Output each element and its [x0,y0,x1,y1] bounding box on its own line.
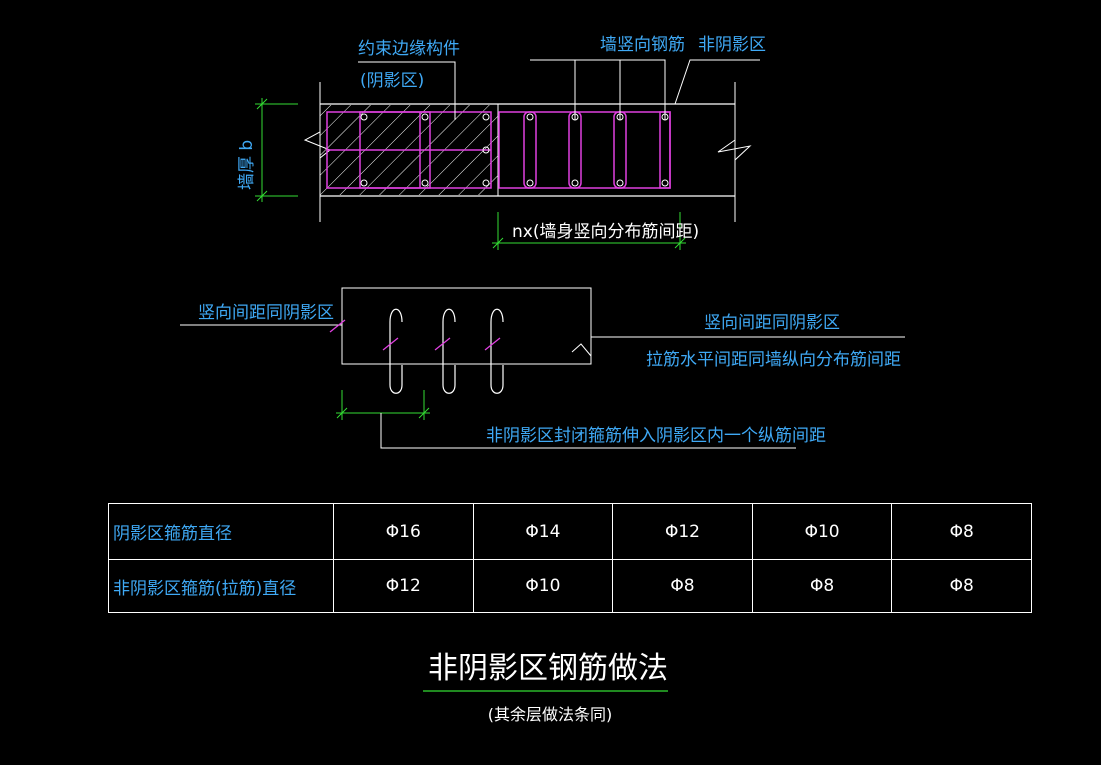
drawing-subtitle: (其余层做法条同) [488,705,613,724]
nx-spacing-label: nx(墙身竖向分布筋间距) [512,222,699,242]
extension-dimension [336,390,430,420]
wall-thickness-label: 墙厚 b [237,140,257,190]
diameter-cell: Φ14 [472,503,614,560]
box-break-mark [571,343,592,357]
right-vertical-label: 竖向间距同阴影区 [704,313,840,333]
row-header: 非阴影区箍筋(拉筋)直径 [108,559,334,613]
diameter-cell: Φ8 [751,559,893,613]
nx-dimension [492,212,686,250]
wall-vertical-bar-label: 墙竖向钢筋 [600,35,685,55]
diameter-cell: Φ16 [333,503,474,560]
non-shadow-stirrups [498,111,671,189]
diameter-cell: Φ8 [891,503,1032,560]
diameter-cell: Φ10 [751,503,893,560]
diameter-cell: Φ12 [333,559,474,613]
left-vertical-label: 竖向间距同阴影区 [198,303,334,323]
non-shadow-bars [526,113,669,187]
diameter-cell: Φ12 [612,503,753,560]
row-header: 阴影区箍筋直径 [108,503,334,560]
tie-horizontal-label: 拉筋水平间距同墙纵向分布筋间距 [646,350,901,370]
diameter-cell: Φ10 [472,559,614,613]
extension-leader [380,413,796,449]
tie-ticks [329,319,501,351]
shadow-zone-label: (阴影区) [360,71,424,91]
drawing-title: 非阴影区钢筋做法 [428,651,668,686]
tie-elevation: 竖向间距同阴影区 竖向间距同阴影区 拉筋水平间距同墙纵向分布筋间距 非阴影区封闭… [180,287,905,449]
elevation-box [341,287,592,365]
top-leaders [358,59,760,120]
non-shadow-zone-label: 非阴影区 [698,35,766,55]
right-break-mark [717,104,752,196]
extension-label: 非阴影区封闭箍筋伸入阴影区内一个纵筋间距 [486,426,826,446]
diameter-cell: Φ8 [612,559,753,613]
thickness-dimension [255,98,298,202]
shadow-zone-stirrups [326,111,492,189]
ties [389,308,504,394]
diameter-cell: Φ8 [891,559,1032,613]
boundary-member-label: 约束边缘构件 [358,39,460,59]
shadow-zone-bars [360,113,490,187]
wall-plan-section: 墙厚 b 约束边缘构件 (阴影区) 墙竖向钢筋 非阴影区 nx(墙身竖向分布筋间… [237,35,766,250]
